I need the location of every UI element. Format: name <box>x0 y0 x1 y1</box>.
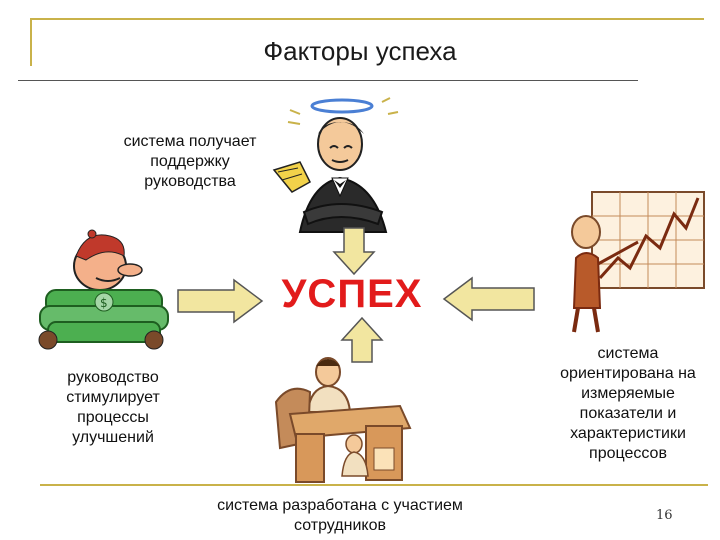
factor-top-caption: система получает поддержку руководства <box>123 133 257 190</box>
bottom-divider <box>40 484 708 486</box>
arrow-left <box>442 276 535 322</box>
factor-left-caption: руководство стимулирует процессы улучшен… <box>66 369 160 446</box>
svg-text:$: $ <box>100 296 108 310</box>
slide-title: Факторы успеха <box>263 36 457 66</box>
frame-left-line <box>30 18 32 66</box>
money-pile-illustration: $ <box>38 229 169 350</box>
title-divider <box>18 80 638 81</box>
page-number: 16 <box>656 508 673 523</box>
frame-top-line <box>30 18 704 20</box>
chart-presenter-illustration <box>571 191 705 333</box>
arrow-down <box>332 227 376 276</box>
desk-workers-illustration <box>274 357 412 483</box>
arrow-right <box>177 278 264 324</box>
success-label: УСПЕХ <box>281 272 423 316</box>
factor-right-caption: система ориентирована на измеряемые пока… <box>560 345 696 462</box>
factor-bottom-caption: система разработана с участием сотрудник… <box>217 497 463 534</box>
angel-manager-illustration <box>272 97 399 233</box>
arrow-up <box>340 316 384 363</box>
